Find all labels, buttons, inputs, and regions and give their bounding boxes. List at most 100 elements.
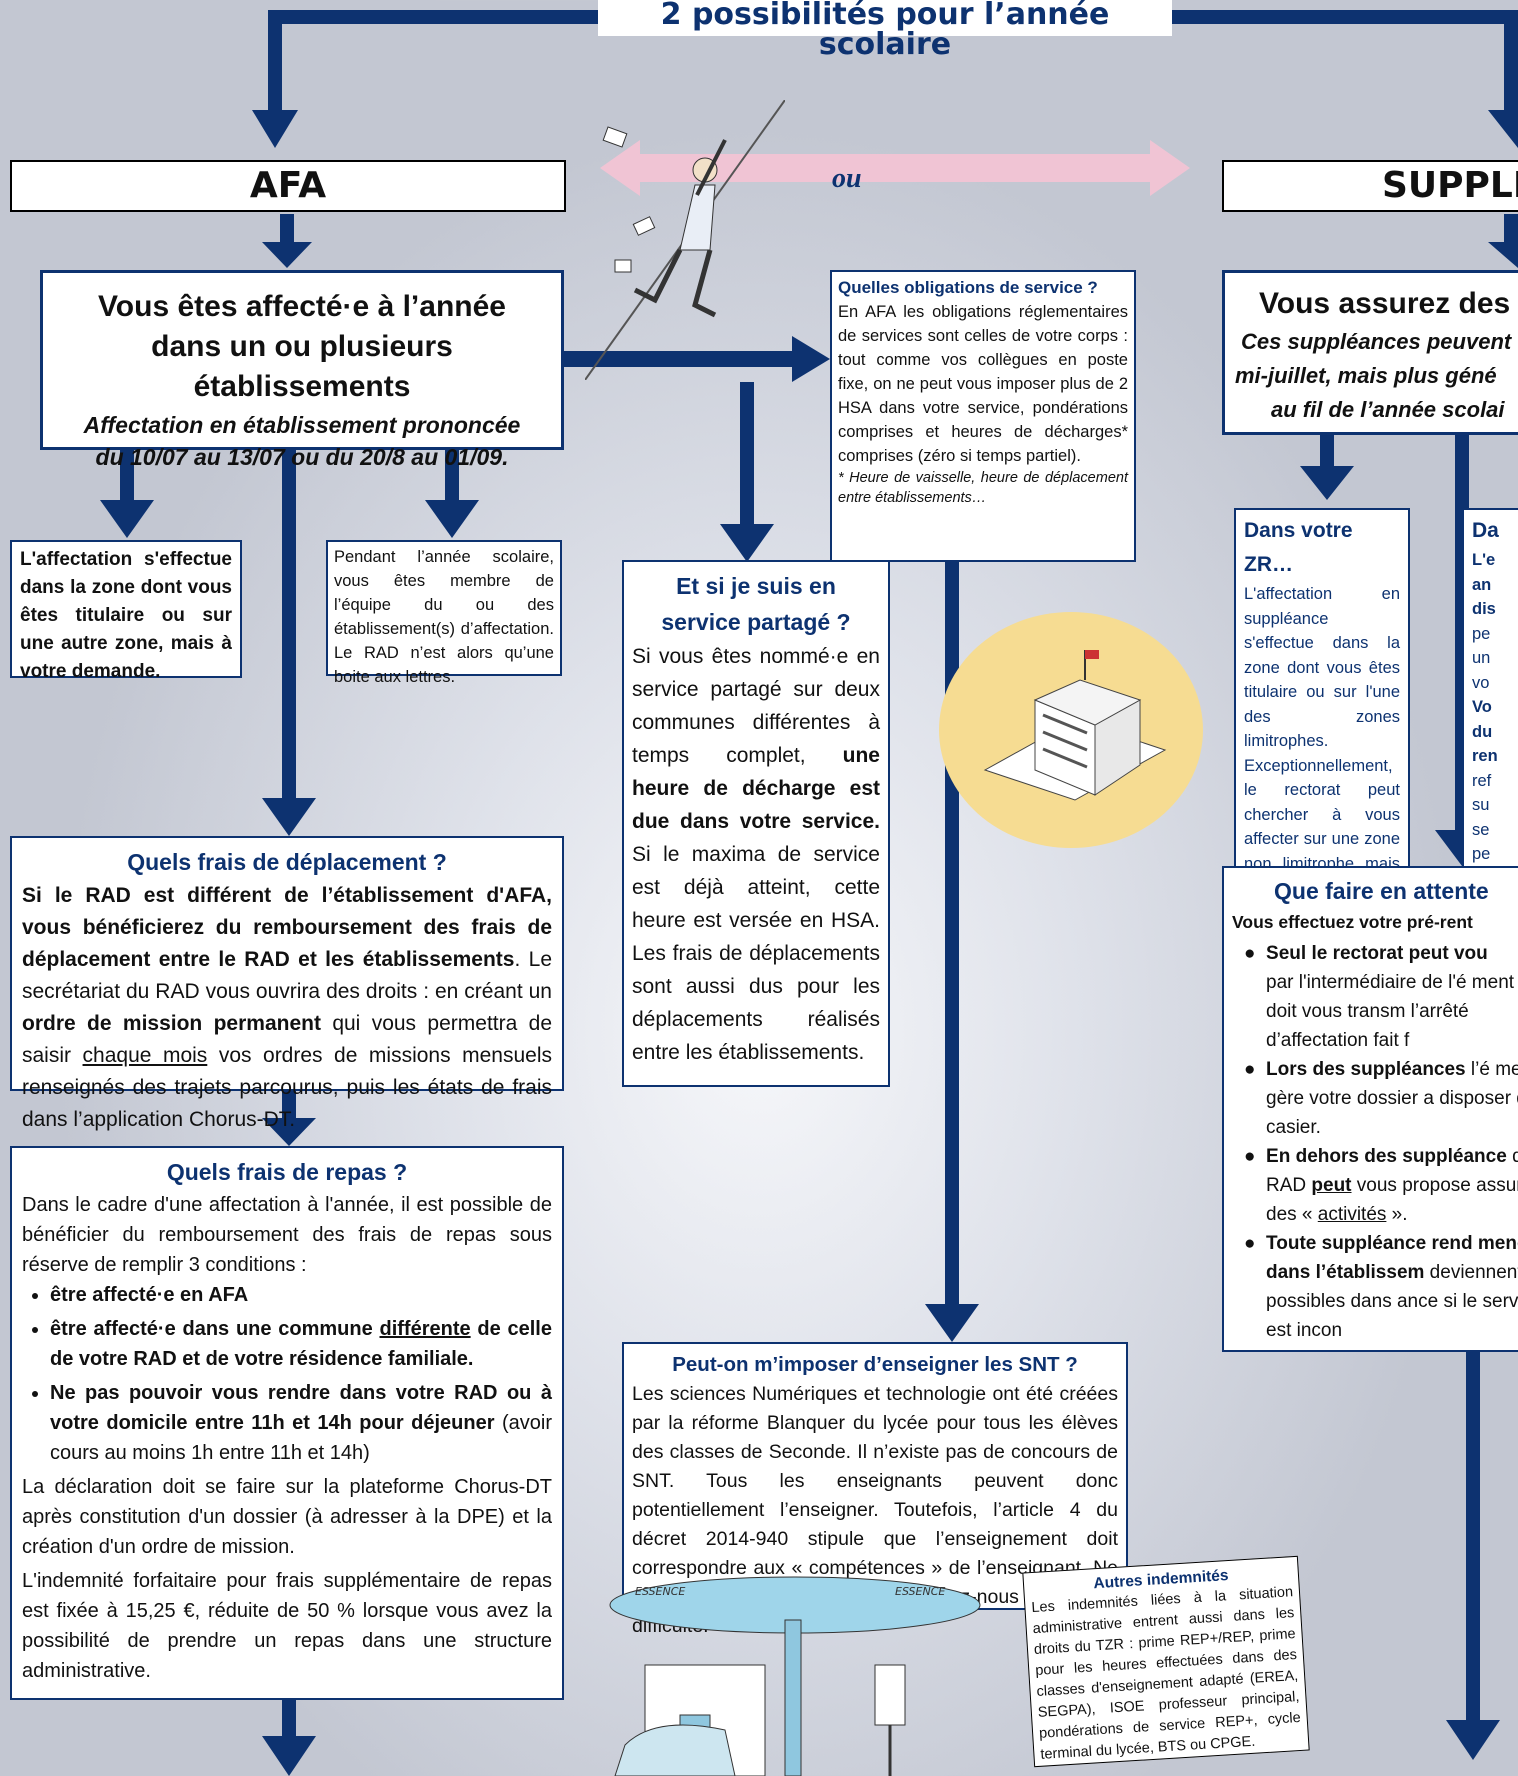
ou-label: ou [832, 163, 862, 194]
snt-box: Peut-on m’imposer d’enseigner les SNT ? … [622, 1342, 1128, 1637]
da-line-12: pe [1472, 845, 1491, 863]
partage-box: Et si je suis en service partagé ? Si vo… [622, 560, 890, 1087]
snt-title: Peut-on m’imposer d’enseigner les SNT ? [672, 1353, 1078, 1376]
station-sign-1: ESSENCE [635, 1585, 685, 1598]
attente-item-3-text-1: du RAD [1266, 1146, 1518, 1196]
condition-2: être affecté·e dans une commune différen… [50, 1314, 552, 1374]
attente-item-4-bold: Toute suppléance rend menées dans l’étab… [1266, 1233, 1518, 1283]
attente-item-2-bold: Lors des suppléances [1266, 1059, 1466, 1080]
autres-indemnites-text: Les indemnités liées à la situation admi… [1031, 1584, 1302, 1763]
partage-title-2: service partagé ? [661, 609, 851, 635]
da-line-7: du [1472, 722, 1493, 741]
frais-deplacement-text: Si le RAD est différent de l’établisseme… [22, 880, 552, 1136]
frais-dep-bold-2: ordre de mission permanent [22, 1012, 321, 1035]
partage-text-1: Si vous êtes nommé·e en service partagé … [632, 645, 880, 767]
partage-text-2: Si le maxima de service est déjà atteint… [632, 843, 880, 1064]
gas-station-illustration: ESSENCE ESSENCE [609, 1576, 981, 1776]
suppleances-sub-1: Ces suppléances peuvent [1241, 329, 1512, 354]
partage-bold: une heure de décharge est due dans votre… [632, 744, 880, 833]
page-title: 2 possibilités pour l’année scolaire [598, 0, 1172, 60]
condition-3-text: (avoir cours au moins 1h entre 11h et 14… [50, 1412, 552, 1464]
condition-2-u: différente [379, 1318, 471, 1340]
affectation-title-1: Vous êtes affecté·e à l’année [98, 290, 506, 323]
condition-1: être affecté·e en AFA [50, 1280, 552, 1310]
partage-title-1: Et si je suis en [676, 573, 836, 599]
frais-repas-p3: L'indemnité forfaitaire pour frais suppl… [22, 1570, 552, 1682]
attente-box: Que faire en attente Vous effectuez votr… [1222, 866, 1518, 1352]
affectation-sub-2: du 10/07 au 13/07 ou du 20/8 au 01/09. [95, 444, 509, 470]
affectation-box: Vous êtes affecté·e à l’année dans un ou… [40, 270, 564, 470]
attente-item-3-text-2: vous propose assurer des « [1266, 1175, 1518, 1225]
da-line-11: se [1472, 820, 1490, 839]
affectation-title-2: dans un ou plusieurs établissements [151, 330, 453, 403]
da-line-10: su [1472, 796, 1490, 814]
attente-item-3-text-3: ». [1386, 1204, 1408, 1225]
equipe-box: Pendant l’année scolaire, vous êtes memb… [326, 540, 562, 686]
suppleance-label-box: SUPPLÉ [1222, 160, 1518, 212]
da-line-9: ref [1472, 771, 1492, 790]
zr-title: Dans votre ZR… [1244, 519, 1353, 576]
obligations-box: Quelles obligations de service ? En AFA … [830, 270, 1136, 562]
frais-dep-text-3: vos ordres de missions mensuels renseign… [22, 1044, 553, 1131]
da-line-5: vo [1472, 673, 1490, 692]
frais-dep-bold-1: Si le RAD est différent de l’établisseme… [22, 884, 552, 971]
frais-deplacement-box: Quels frais de déplacement ? Si le RAD e… [10, 836, 564, 1131]
obligations-title: Quelles obligations de service ? [838, 278, 1098, 297]
attente-item-2: ● Lors des suppléances l’é ment gère vot… [1232, 1055, 1518, 1142]
condition-3-bold: Ne pas pouvoir vous rendre dans votre RA… [50, 1382, 552, 1434]
da-line-4: un [1472, 649, 1491, 667]
school-building-illustration [939, 612, 1203, 848]
affectation-sub-1: Affectation en établissement prononcée [83, 412, 521, 438]
condition-2-a: être affecté·e dans une commune [50, 1318, 380, 1340]
zone-text: L'affectation s'effectue dans la zone do… [20, 549, 232, 682]
frais-dep-text-1: . Le secrétariat du RAD vous ouvrira des… [22, 948, 552, 1003]
attente-title: Que faire en attente [1274, 878, 1489, 904]
attente-item-1: ● Seul le rectorat peut vou par l'interm… [1232, 939, 1518, 1055]
zr-box: Dans votre ZR… L'affectation en suppléan… [1234, 508, 1410, 922]
da-line-8: ren [1472, 747, 1498, 765]
zone-box: L'affectation s'effectue dans la zone do… [10, 540, 242, 682]
equipe-text: Pendant l’année scolaire, vous êtes memb… [334, 548, 554, 686]
da-box: Da L'e an dis pe un vo Vo du ren ref su … [1462, 508, 1518, 918]
frais-dep-text-2: qui vous permettra de saisir [22, 1012, 552, 1067]
suppleances-sub-3: au fil de l’année scolai [1271, 397, 1505, 422]
da-line-2: dis [1472, 600, 1496, 618]
suppleances-box: Vous assurez des Ces suppléances peuvent… [1222, 270, 1518, 435]
attente-item-3-u: peut [1311, 1175, 1352, 1196]
frais-dep-underline: chaque mois [82, 1044, 208, 1067]
attente-item-2-text: l’é ment gère votre dossier a disposer d… [1266, 1059, 1518, 1138]
condition-1-text: être affecté·e en AFA [50, 1284, 249, 1306]
attente-item-3: ● En dehors des suppléance du RAD peut v… [1232, 1142, 1518, 1229]
da-line-6: Vo [1472, 698, 1492, 716]
attente-item-4: ● Toute suppléance rend menées dans l’ét… [1232, 1229, 1518, 1345]
suppleances-sub-2: mi-juillet, mais plus géné [1235, 363, 1497, 388]
condition-2-b: de celle de votre RAD et de votre réside… [50, 1318, 552, 1370]
suppleance-label: SUPPLÉ [1382, 165, 1518, 206]
attente-item-3-u2: activités [1317, 1204, 1387, 1225]
afa-label-box: AFA [10, 160, 566, 212]
da-line-0: L'e [1472, 551, 1496, 569]
suppleances-title: Vous assurez des [1259, 287, 1511, 320]
obligations-text: En AFA les obligations réglementaires de… [838, 303, 1128, 465]
climber-illustration [585, 100, 785, 380]
condition-3: Ne pas pouvoir vous rendre dans votre RA… [50, 1378, 552, 1468]
frais-repas-p2: La déclaration doit se faire sur la plat… [22, 1476, 552, 1558]
station-sign-2: ESSENCE [895, 1585, 945, 1598]
da-line-3: pe [1472, 624, 1491, 643]
attente-intro: Vous effectuez votre pré-rent [1232, 912, 1473, 932]
attente-item-4-text: deviennent possibles dans ance si le ser… [1266, 1262, 1518, 1341]
attente-item-1-text: par l'intermédiaire de l'é ment qui doit… [1266, 972, 1518, 1051]
autres-indemnites-box: Autres indemnités Les indemnités liées à… [1022, 1555, 1310, 1768]
afa-label: AFA [249, 165, 327, 206]
conditions-list: être affecté·e en AFA être affecté·e dan… [22, 1280, 552, 1468]
da-line-1: an [1472, 575, 1492, 594]
frais-repas-box: Quels frais de repas ? Dans le cadre d'u… [10, 1146, 564, 1700]
da-title: Da [1472, 519, 1499, 542]
frais-repas-title: Quels frais de repas ? [166, 1159, 408, 1185]
frais-repas-intro: Dans le cadre d'une affectation à l'anné… [22, 1194, 552, 1276]
attente-item-3-bold: En dehors des suppléance [1266, 1146, 1507, 1167]
attente-item-1-bold: Seul le rectorat peut vou [1266, 943, 1488, 964]
partage-text: Si vous êtes nommé·e en service partagé … [632, 640, 880, 1069]
obligations-note: * Heure de vaisselle, heure de déplaceme… [838, 470, 1128, 506]
frais-deplacement-title: Quels frais de déplacement ? [127, 849, 447, 875]
